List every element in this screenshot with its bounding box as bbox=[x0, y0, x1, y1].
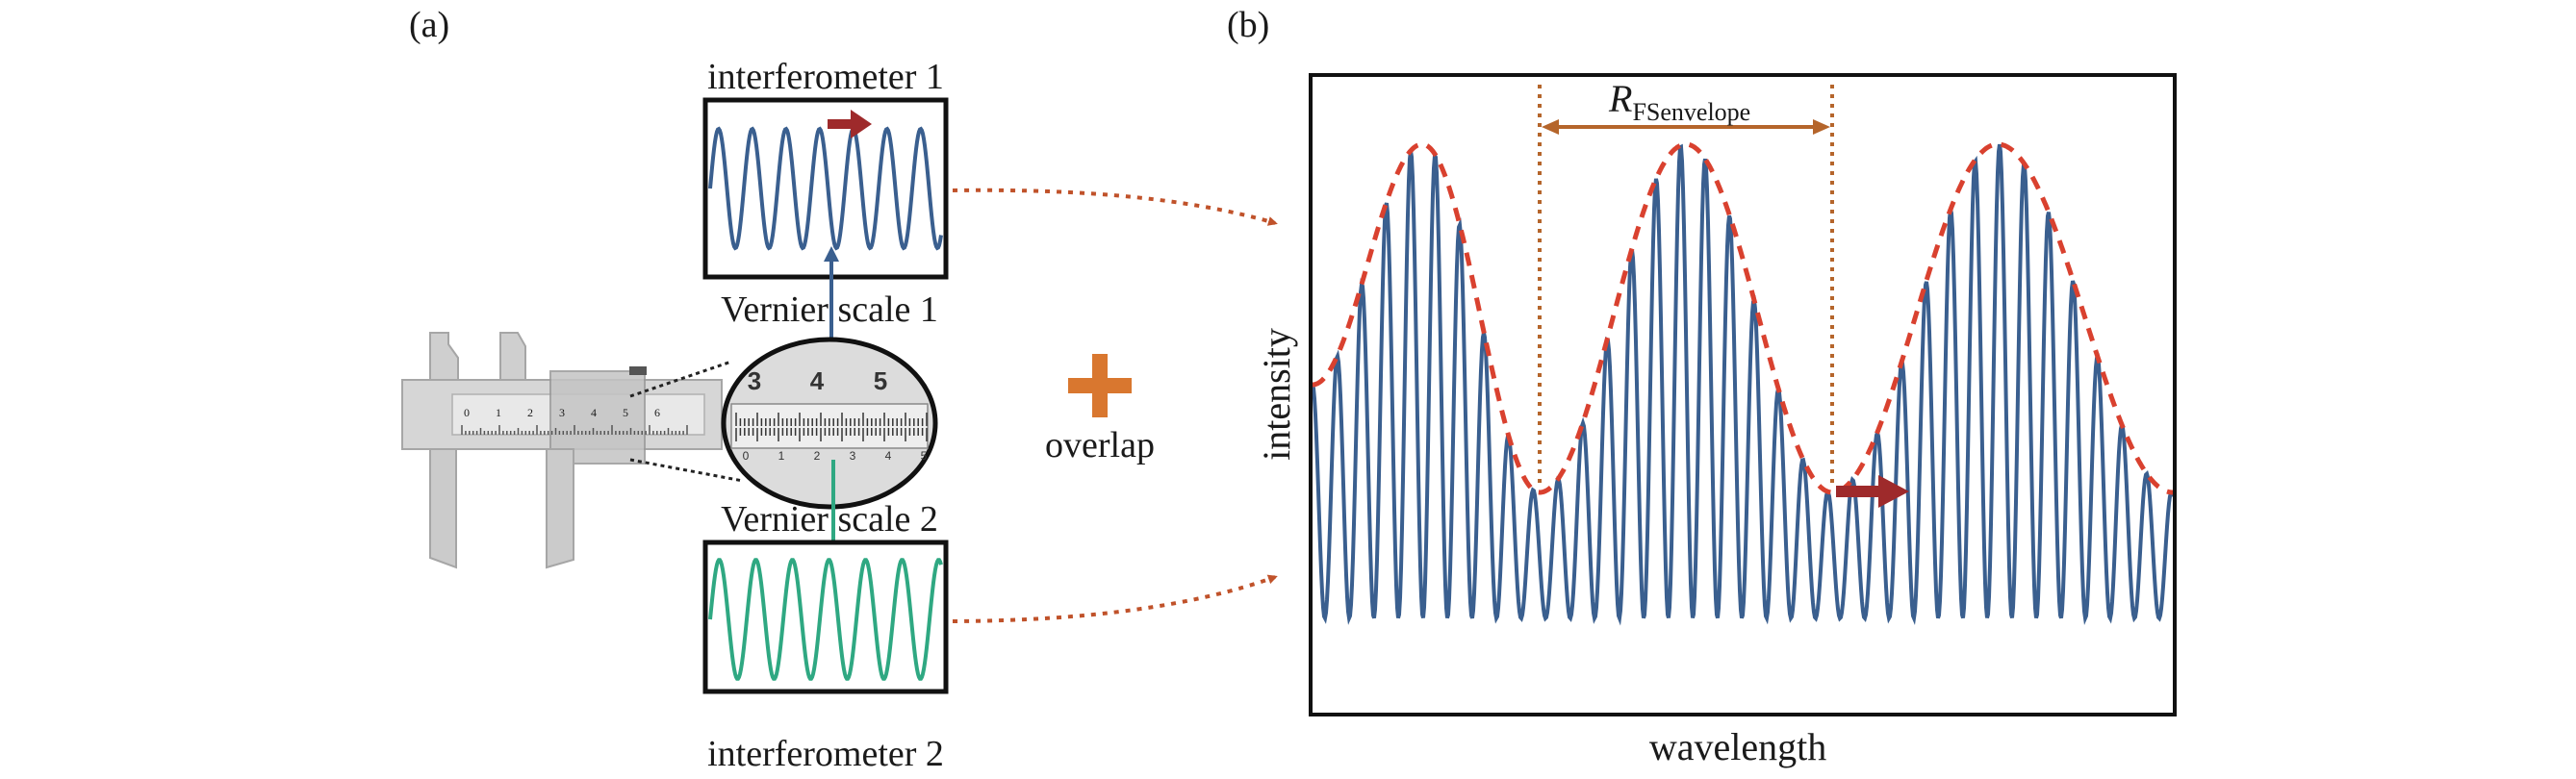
interferometer-2-wave bbox=[708, 558, 943, 681]
interferometer-1-label: interferometer 1 bbox=[707, 57, 944, 97]
panel-b-label: (b) bbox=[1227, 5, 1269, 45]
zoom-number-4: 4 bbox=[810, 366, 825, 395]
vernier-envelope bbox=[1313, 141, 2173, 495]
zoom-line-bottom bbox=[629, 458, 744, 483]
zoom-number-3: 3 bbox=[748, 366, 761, 395]
vernier-scale-1-label: Vernier scale 1 bbox=[721, 289, 938, 330]
interferometer-1-box bbox=[702, 97, 949, 280]
zoom-number-5: 5 bbox=[874, 366, 887, 395]
zoom-bottom-number: 2 bbox=[814, 449, 821, 463]
vernier-zoom-ellipse bbox=[721, 337, 938, 510]
caliper-tick-3: 3 bbox=[559, 406, 565, 419]
caliper-image bbox=[401, 332, 723, 569]
caliper-tick-5: 5 bbox=[623, 406, 628, 419]
x-axis-label: wavelength bbox=[1649, 725, 1826, 768]
plus-icon bbox=[1068, 354, 1132, 417]
zoom-bottom-number: 3 bbox=[850, 449, 856, 463]
caliper-tick-2: 2 bbox=[527, 406, 533, 419]
zoom-bottom-number: 1 bbox=[778, 449, 785, 463]
caliper-tick-1: 1 bbox=[496, 406, 501, 419]
caliper-tick-4: 4 bbox=[591, 406, 597, 419]
vernier-signal bbox=[1313, 143, 2173, 626]
fsr-double-arrow bbox=[1542, 119, 1830, 135]
interferometer-1-wave bbox=[708, 126, 943, 251]
interferometer-2-label: interferometer 2 bbox=[707, 734, 944, 774]
zoom-line-top bbox=[629, 360, 732, 398]
connector-top bbox=[952, 188, 1278, 226]
vernier-scale-2-label: Vernier scale 2 bbox=[721, 499, 938, 540]
envelope-shift-arrow bbox=[1836, 475, 1909, 508]
zoom-bottom-number: 5 bbox=[921, 449, 928, 463]
zoom-bottom-number: 0 bbox=[743, 449, 750, 463]
zoom-bottom-number: 4 bbox=[885, 449, 892, 463]
overlap-label: overlap bbox=[1045, 425, 1155, 465]
panel-a-label: (a) bbox=[409, 5, 449, 45]
interferometer-1-shift-arrow bbox=[828, 110, 872, 138]
caliper-tick-0: 0 bbox=[464, 406, 470, 419]
y-axis-label: intensity bbox=[1255, 328, 1298, 461]
caliper-tick-6: 6 bbox=[654, 406, 660, 419]
fsr-annotation: RFSenvelope bbox=[1608, 77, 1750, 126]
connector-bottom bbox=[952, 574, 1278, 623]
